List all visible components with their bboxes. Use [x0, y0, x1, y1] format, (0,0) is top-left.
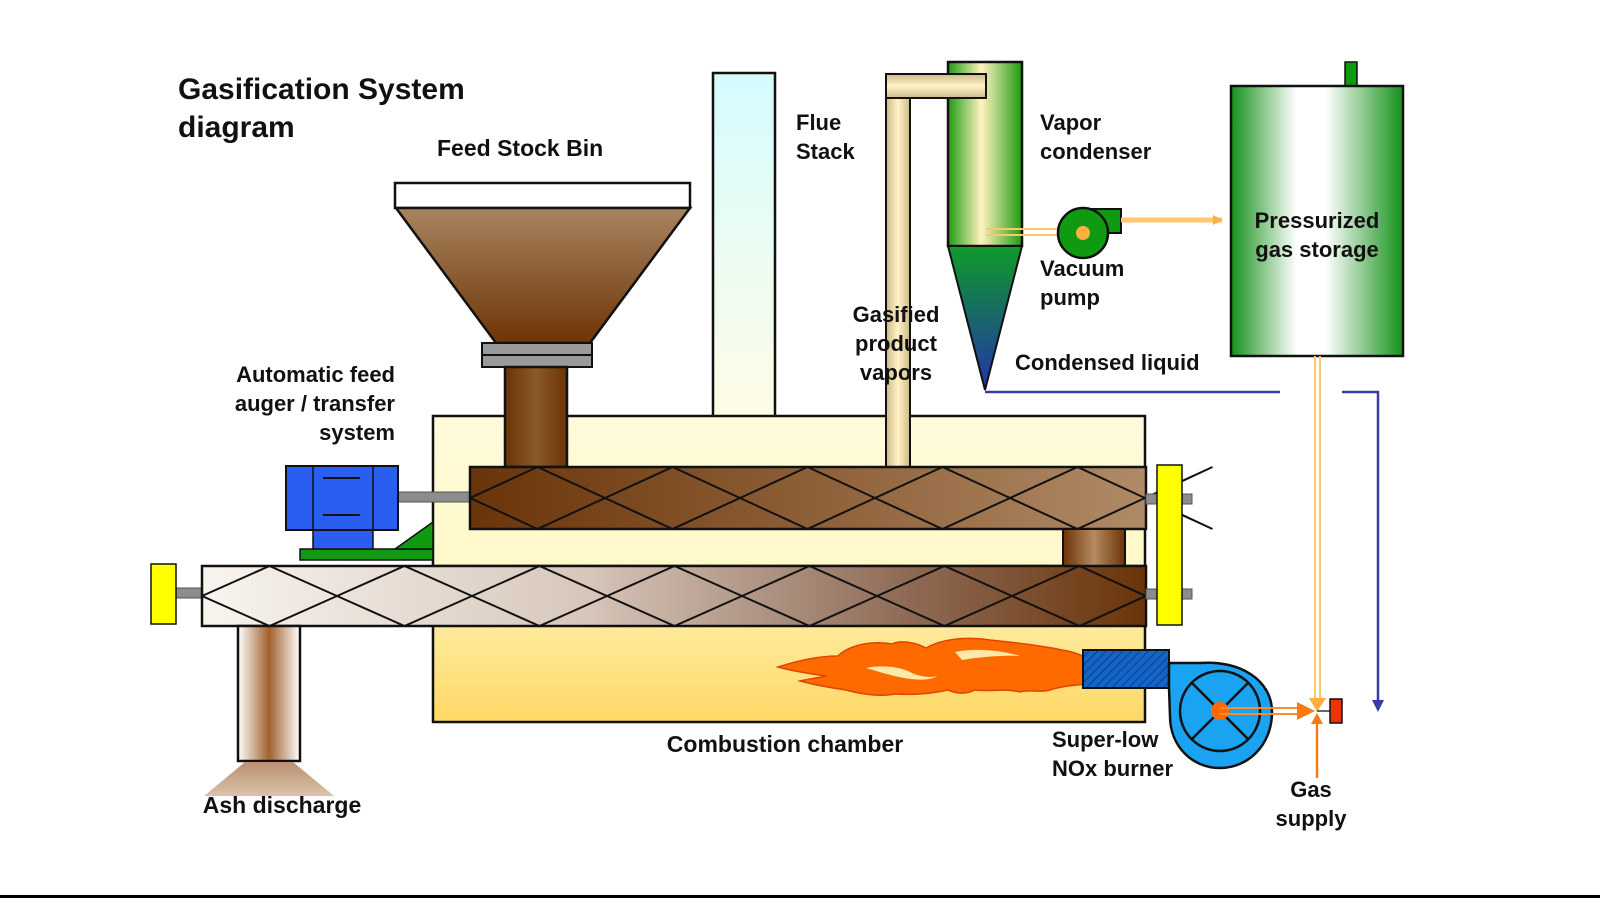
- lower-auger-flight: [606, 564, 743, 597]
- label-auger-line-3: system: [319, 420, 395, 445]
- label-vapor-condenser-line-2: condenser: [1040, 139, 1152, 164]
- label-auger-line-1: Automatic feed: [236, 362, 395, 387]
- vapor-condenser: [885, 60, 1024, 391]
- lower-auger-flight: [876, 564, 1013, 597]
- label-gas-storage-line-2: gas storage: [1255, 237, 1379, 262]
- pressurized-gas-storage-tank: [1229, 61, 1405, 358]
- upper-auger-flight: [874, 497, 1011, 531]
- label-vacuum-pump-line-2: pump: [1040, 285, 1100, 310]
- upper-auger-flight: [739, 465, 876, 499]
- upper-auger-flight: [739, 497, 876, 531]
- nox-burner: [1082, 649, 1274, 770]
- lower-auger-flight: [201, 564, 338, 597]
- label-gas-supply-line-1: Gas: [1290, 777, 1332, 802]
- burner-flame: [775, 637, 1091, 696]
- upper-auger-flight: [604, 465, 741, 499]
- lower-auger-flight: [741, 595, 878, 628]
- vacuum-pump: [1056, 206, 1122, 260]
- burner-gas-line: [1220, 702, 1315, 720]
- label-gasified-vapors-line-2: product: [855, 331, 938, 356]
- lower-auger-flight: [471, 564, 608, 597]
- label-feed-stock-bin: Feed Stock Bin: [437, 135, 603, 161]
- auger-motor: [285, 465, 434, 561]
- auger-end-flange-right: [1145, 464, 1193, 626]
- lower-auger-flight: [606, 595, 743, 628]
- label-flue-stack-line-1: Flue: [796, 110, 841, 135]
- label-gas-supply-line-2: supply: [1276, 806, 1348, 831]
- label-vapor-condenser-line-1: Vapor: [1040, 110, 1102, 135]
- lower-auger-flight: [471, 595, 608, 628]
- label-burner-line-2: NOx burner: [1052, 756, 1173, 781]
- label-gas-storage-line-1: Pressurized: [1255, 208, 1380, 233]
- condensed-liquid-line: [985, 390, 1384, 712]
- lower-auger-flight: [1011, 564, 1147, 597]
- bottom-divider: [0, 895, 1600, 898]
- lower-auger-flight: [1011, 595, 1147, 628]
- diagram-title-line-1: Gasification System: [178, 73, 465, 106]
- feed-stock-bin: [393, 181, 693, 469]
- label-ash-discharge: Ash discharge: [203, 792, 362, 818]
- lower-auger-flight: [336, 595, 473, 628]
- gas-supply-valve: [1311, 698, 1343, 778]
- lower-auger: [174, 564, 1148, 628]
- storage-to-burner-gas-line: [1309, 356, 1326, 712]
- lower-auger-flight: [336, 564, 473, 597]
- upper-auger-flight: [469, 465, 606, 499]
- label-condensed-liquid: Condensed liquid: [1015, 350, 1200, 375]
- upper-auger-flight: [1009, 465, 1146, 499]
- diagram-title-line-2: diagram: [178, 111, 295, 144]
- upper-auger-flight: [874, 465, 1011, 499]
- flue-stack: [711, 71, 777, 420]
- ash-discharge-chute: [204, 624, 334, 796]
- label-auger-line-2: auger / transfer: [235, 391, 396, 416]
- label-gasified-vapors-line-1: Gasified: [853, 302, 940, 327]
- label-flue-stack-line-2: Stack: [796, 139, 855, 164]
- upper-auger-flight: [469, 497, 606, 531]
- label-burner-line-1: Super-low: [1052, 727, 1159, 752]
- lower-auger-flight: [876, 595, 1013, 628]
- upper-auger-flight: [604, 497, 741, 531]
- label-gasified-vapors-line-3: vapors: [860, 360, 932, 385]
- lower-auger-flight: [741, 564, 878, 597]
- label-vacuum-pump-line-1: Vacuum: [1040, 256, 1124, 281]
- lower-auger-end-flange: [150, 563, 177, 625]
- transfer-pipe: [1062, 528, 1126, 567]
- upper-auger: [391, 465, 1213, 531]
- label-combustion-chamber: Combustion chamber: [667, 731, 903, 757]
